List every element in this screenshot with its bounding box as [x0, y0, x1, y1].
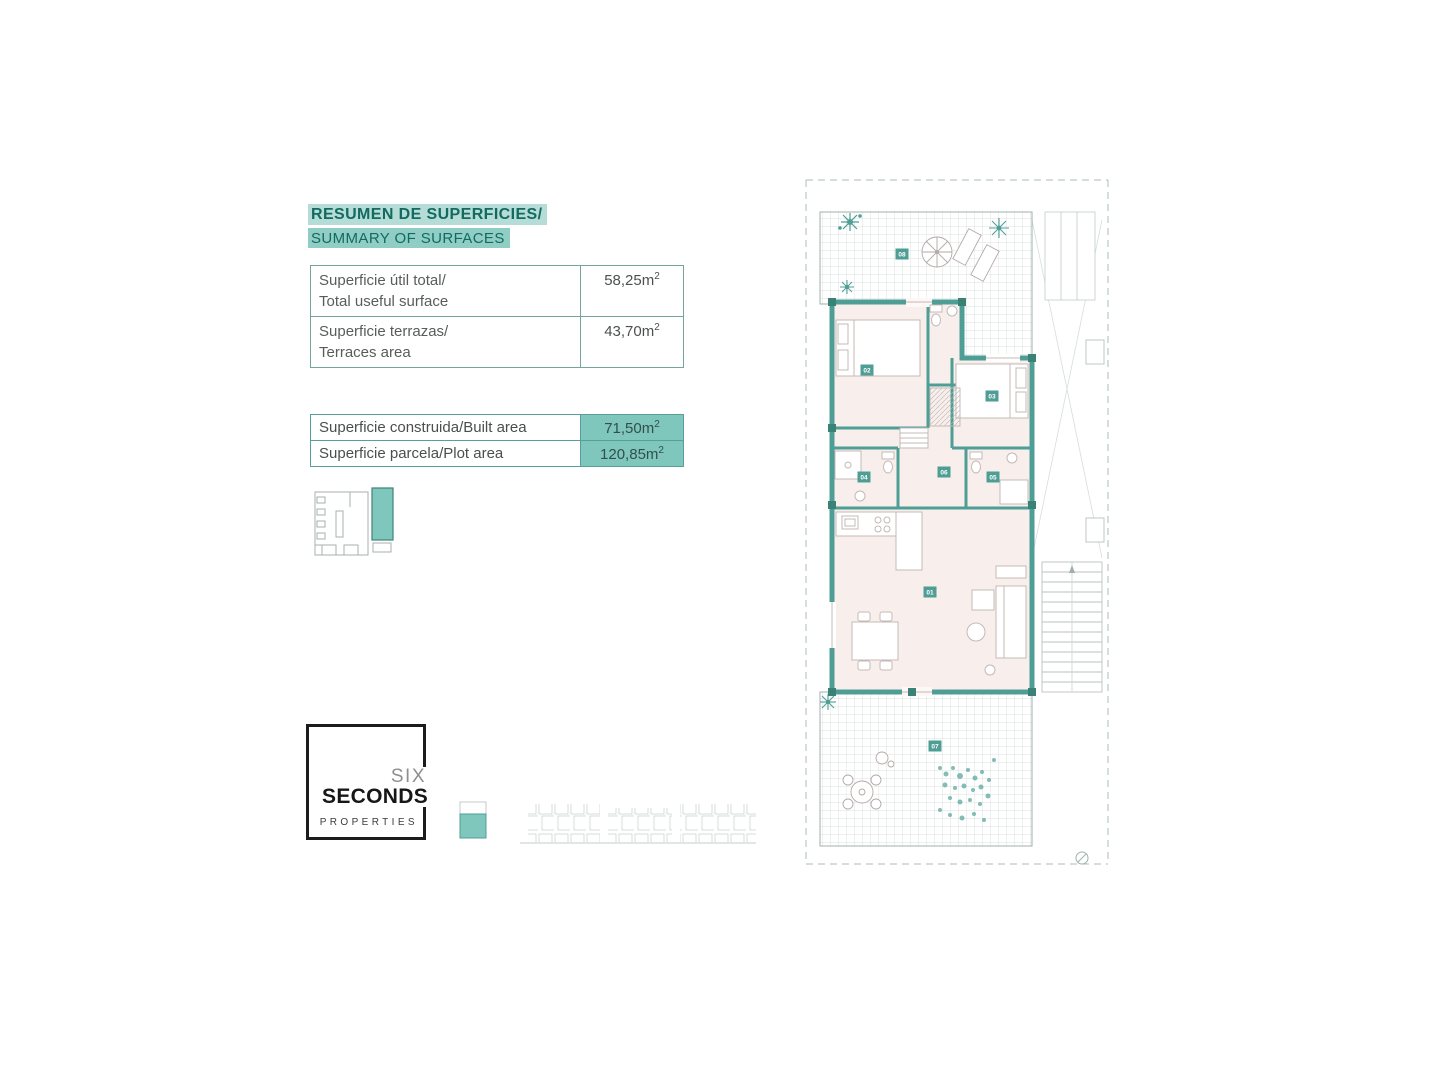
six-seconds-logo: SIX SECONDS PROPERTIES [306, 724, 430, 840]
pot-icon [875, 751, 889, 765]
plot-value-cell: 120,85m2 [580, 440, 684, 467]
room-chip-07: 07 [928, 740, 942, 752]
plot-boundary [805, 179, 1109, 865]
svg-text:07: 07 [931, 744, 939, 751]
surface-value-cell: 58,25m2 [580, 265, 684, 317]
plant-icon [989, 218, 1009, 238]
wardrobe [929, 387, 961, 427]
room-labels: 08 02 03 04 06 05 [857, 248, 1000, 752]
label-en: Terraces area [319, 344, 411, 361]
side-table [984, 664, 996, 676]
surface-value-cell: 43,70m2 [580, 316, 684, 368]
sink-icon [1006, 452, 1018, 464]
floor-plan: 08 02 03 04 06 05 [805, 179, 1109, 865]
staircase [1041, 561, 1103, 693]
room-chip-02: 02 [860, 364, 874, 376]
room-chip-08: 08 [895, 248, 909, 260]
bed-02 [835, 319, 921, 377]
terrace-top-furniture [838, 213, 1009, 294]
armchair [971, 589, 995, 611]
surface-label-cell: Superficie terrazas/ Terraces area [310, 316, 581, 368]
shrub-cluster [938, 758, 996, 822]
neighbor-block [1044, 211, 1096, 301]
plot-label-cell: Superficie parcela/Plot area [310, 440, 581, 467]
room-chip-04: 04 [857, 471, 871, 483]
table-row: Superficie construida/Built area 71,50m2 [310, 414, 684, 441]
highlighted-unit [371, 487, 394, 541]
plant-icon [820, 694, 836, 710]
table-row: Superficie útil total/ Total useful surf… [310, 265, 684, 317]
elevation-strip [459, 801, 756, 844]
built-area-table: Superficie construida/Built area 71,50m2… [310, 414, 684, 467]
compass-icon [1075, 851, 1089, 865]
sun-loungers [952, 228, 1000, 282]
svg-text:01: 01 [926, 590, 934, 597]
shower-icon [834, 450, 862, 480]
page-title: RESUMEN DE SUPERFICIES/ SUMMARY OF SURFA… [308, 204, 548, 248]
logo-six: SIX [388, 766, 428, 787]
built-label-cell: Superficie construida/Built area [310, 414, 581, 441]
surface-label-cell: Superficie útil total/ Total useful surf… [310, 265, 581, 317]
label-en: Total useful surface [319, 293, 449, 310]
site-location-thumbnail [314, 487, 394, 556]
columns [828, 298, 1036, 696]
kitchen-counter [835, 511, 923, 571]
sink-icon [946, 305, 958, 317]
right-openings [1085, 339, 1105, 543]
title-en: SUMMARY OF SURFACES [308, 228, 510, 248]
room-chip-01: 01 [923, 586, 937, 598]
svg-text:04: 04 [860, 475, 868, 482]
svg-text:08: 08 [898, 252, 906, 259]
plant-icon [840, 280, 854, 294]
toilet-icon [881, 451, 895, 474]
highlighted-elevation-unit [459, 813, 487, 839]
coffee-table [966, 622, 986, 642]
label-es: Superficie terrazas/ [319, 323, 449, 340]
table-row: Superficie parcela/Plot area 120,85m2 [310, 440, 684, 467]
sink-icon [854, 490, 866, 502]
hall-closet [899, 427, 929, 449]
svg-text:05: 05 [989, 475, 997, 482]
svg-text:02: 02 [863, 368, 871, 375]
svg-text:03: 03 [988, 394, 996, 401]
garden-table-icon [842, 774, 882, 810]
room-chip-03: 03 [985, 390, 999, 402]
terrace-bottom-furniture [820, 694, 996, 822]
furniture [834, 304, 1029, 676]
pot-icon [887, 760, 895, 768]
terrace-bottom [819, 691, 1033, 847]
label-es: Superficie útil total/ [319, 272, 446, 289]
sofa [995, 565, 1027, 659]
room-chip-05: 05 [986, 471, 1000, 483]
wall-openings [828, 298, 1020, 696]
built-value-cell: 71,50m2 [580, 414, 684, 441]
room-chip-06: 06 [937, 466, 951, 478]
surface-summary-table: Superficie útil total/ Total useful surf… [310, 265, 684, 368]
toilet-icon [929, 304, 943, 327]
title-es: RESUMEN DE SUPERFICIES/ [308, 204, 548, 225]
shower-icon [999, 479, 1029, 505]
table-row: Superficie terrazas/ Terraces area 43,70… [310, 316, 684, 368]
logo-properties: PROPERTIES [319, 817, 418, 828]
toilet-icon [969, 451, 983, 474]
logo-seconds: SECONDS [320, 785, 430, 808]
parasol-icon [921, 236, 953, 268]
dining-table [851, 611, 899, 671]
svg-text:06: 06 [940, 470, 948, 477]
plant-icon [838, 213, 862, 231]
